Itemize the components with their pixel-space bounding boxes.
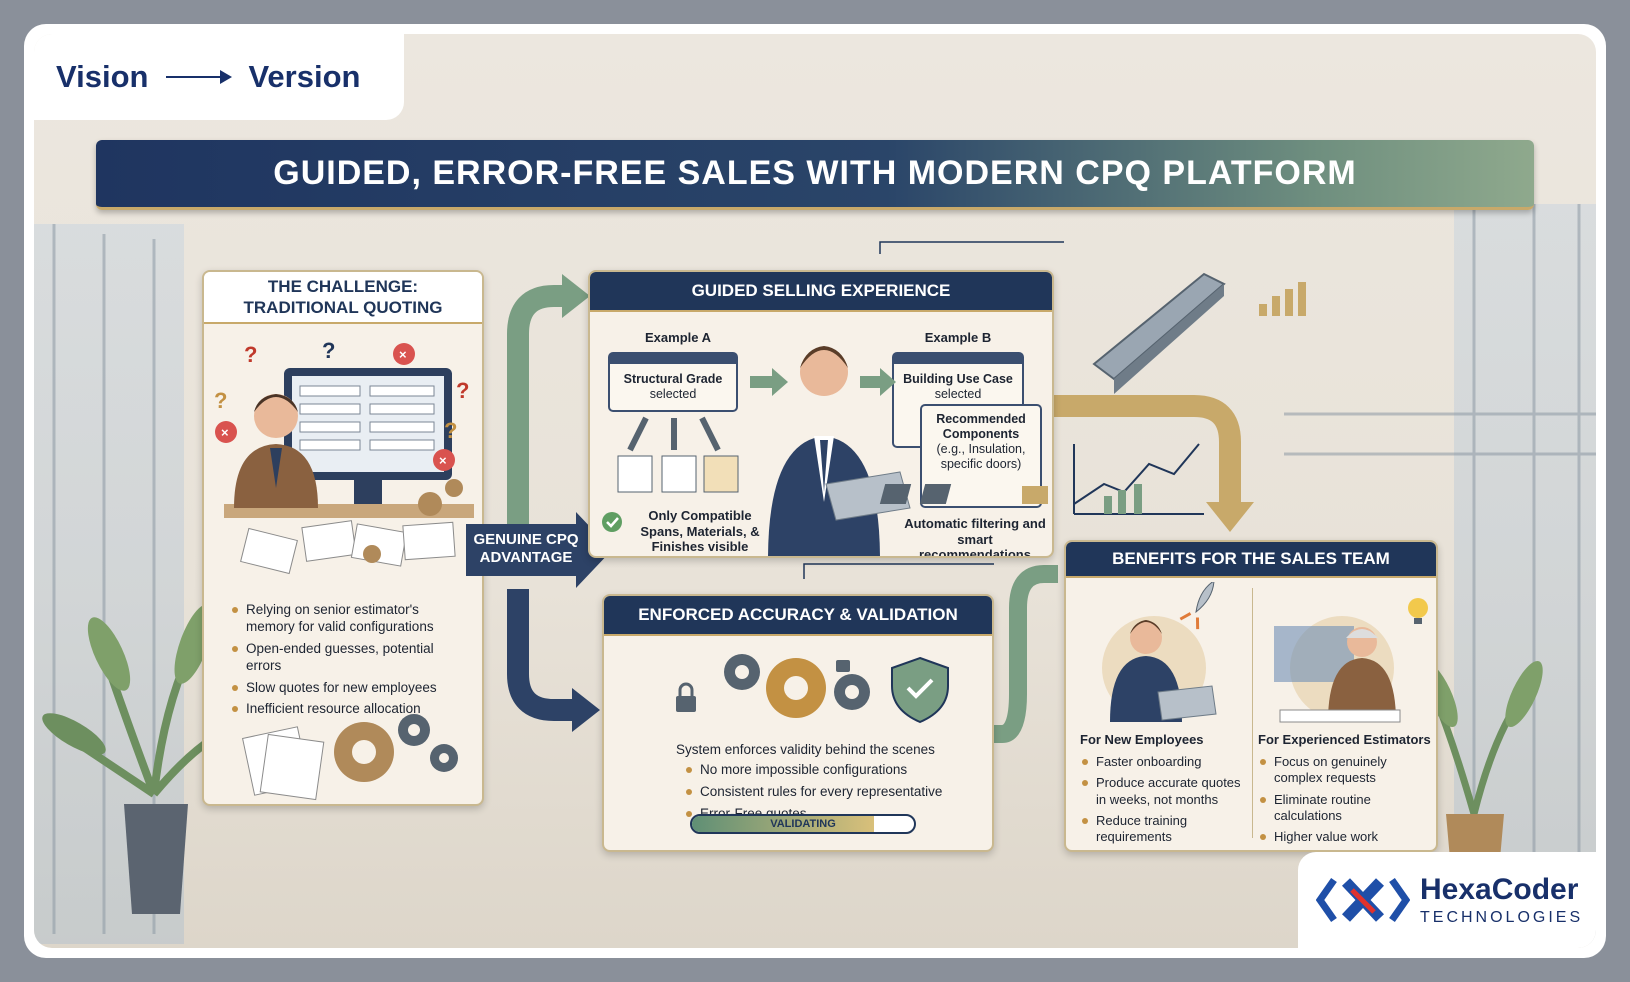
accuracy-bullets: No more impossible configurations Consis… <box>684 762 984 828</box>
compatible-options-label: Only Compatible Spans, Materials, & Fini… <box>640 508 760 555</box>
list-item: Focus on genuinely complex requests <box>1258 754 1434 787</box>
tab-version-label: Version <box>248 59 361 94</box>
hexacoder-logo: HexaCoder TECHNOLOGIES <box>1298 852 1596 948</box>
new-employees-heading: For New Employees <box>1080 732 1204 747</box>
list-item: Open-ended guesses, potential errors <box>230 641 470 675</box>
validation-progress-bar: VALIDATING <box>690 814 916 834</box>
list-item: Consistent rules for every representativ… <box>684 784 984 801</box>
list-item: Slow quotes for new employees <box>230 680 470 697</box>
gears-documents-illustration <box>241 714 458 801</box>
flow-arrow-up <box>507 285 564 554</box>
accuracy-lead: System enforces validity behind the scen… <box>676 742 935 757</box>
cpq-advantage-arrow <box>466 512 612 588</box>
list-item: No more impossible configurations <box>684 762 984 779</box>
list-item: Produce accurate quotes in weeks, not mo… <box>1080 775 1250 808</box>
svg-text:×: × <box>221 425 229 440</box>
list-item: Higher value work <box>1258 829 1434 845</box>
page-title: GUIDED, ERROR-FREE SALES WITH MODERN CPQ… <box>273 154 1357 192</box>
example-a-label: Example A <box>645 330 711 345</box>
flow-arrow-right <box>984 565 1058 743</box>
team-illustration <box>1102 582 1428 723</box>
cpq-advantage-label: GENUINE CPQ ADVANTAGE <box>473 531 579 566</box>
benefits-card: BENEFITS FOR THE SALES TEAM For New Empl… <box>1064 540 1438 852</box>
logo-sub: TECHNOLOGIES <box>1420 909 1584 926</box>
svg-text:?: ? <box>444 418 457 443</box>
challenge-bullets: Relying on senior estimator's memory for… <box>230 602 470 723</box>
arrow-right-icon <box>166 70 233 84</box>
image-frame: Vision Version GUIDED, ERROR-FREE SALES … <box>24 24 1606 958</box>
vision-version-tab: Vision Version <box>34 34 404 120</box>
plant-left <box>42 604 271 914</box>
flow-arrow-down <box>507 589 574 721</box>
hexacoder-logo-icon <box>1316 877 1410 923</box>
new-employees-bullets: Faster onboarding Produce accurate quote… <box>1080 754 1250 850</box>
svg-text:×: × <box>439 453 447 468</box>
guided-selling-card: GUIDED SELLING EXPERIENCE Example A Exam… <box>588 270 1054 558</box>
example-b-label: Example B <box>924 330 992 345</box>
enforced-accuracy-title: ENFORCED ACCURACY & VALIDATION <box>604 596 992 636</box>
list-item: Faster onboarding <box>1080 754 1250 770</box>
progress-fill <box>692 816 875 832</box>
svg-text:?: ? <box>244 342 257 367</box>
background-structure <box>42 204 1596 934</box>
logo-name: HexaCoder <box>1420 873 1579 906</box>
benefits-title: BENEFITS FOR THE SALES TEAM <box>1066 542 1436 578</box>
automatic-filtering-label: Automatic filtering and smart recommenda… <box>904 516 1046 558</box>
list-item: Inefficient resource allocation <box>230 701 470 718</box>
challenge-title: THE CHALLENGE: TRADITIONAL QUOTING <box>204 272 482 324</box>
svg-text:×: × <box>399 347 407 362</box>
challenge-card: THE CHALLENGE: TRADITIONAL QUOTING ?????… <box>202 270 484 806</box>
steel-beam-icon <box>1092 272 1226 394</box>
title-banner: GUIDED, ERROR-FREE SALES WITH MODERN CPQ… <box>96 140 1534 210</box>
gears-lock-shield-illustration <box>676 654 949 724</box>
list-item: Reduce training requirements <box>1080 813 1250 846</box>
guided-selling-title: GUIDED SELLING EXPERIENCE <box>590 272 1052 312</box>
svg-text:?: ? <box>456 378 469 403</box>
bar-chart-icon <box>1259 282 1306 316</box>
svg-text:?: ? <box>214 388 227 413</box>
stressed-estimator-illustration: ????? × × × <box>214 338 474 575</box>
structural-grade-window: Structural Grade selected <box>608 352 738 412</box>
experienced-estimators-bullets: Focus on genuinely complex requests Elim… <box>1258 754 1434 850</box>
flow-arrow-gold <box>1034 395 1241 504</box>
enforced-accuracy-card: ENFORCED ACCURACY & VALIDATION System en… <box>602 594 994 852</box>
svg-text:?: ? <box>322 338 335 363</box>
experienced-estimators-heading: For Experienced Estimators <box>1258 732 1431 747</box>
list-item: Eliminate routine calculations <box>1258 792 1434 825</box>
list-item: Relying on senior estimator's memory for… <box>230 602 470 636</box>
tab-vision-label: Vision <box>56 59 149 94</box>
hexacoder-logo-text: HexaCoder TECHNOLOGIES <box>1420 873 1583 927</box>
salesman-with-laptop-illustration <box>602 346 1048 556</box>
progress-label: VALIDATING <box>770 818 836 830</box>
infographic-scene: Vision Version GUIDED, ERROR-FREE SALES … <box>34 34 1596 948</box>
